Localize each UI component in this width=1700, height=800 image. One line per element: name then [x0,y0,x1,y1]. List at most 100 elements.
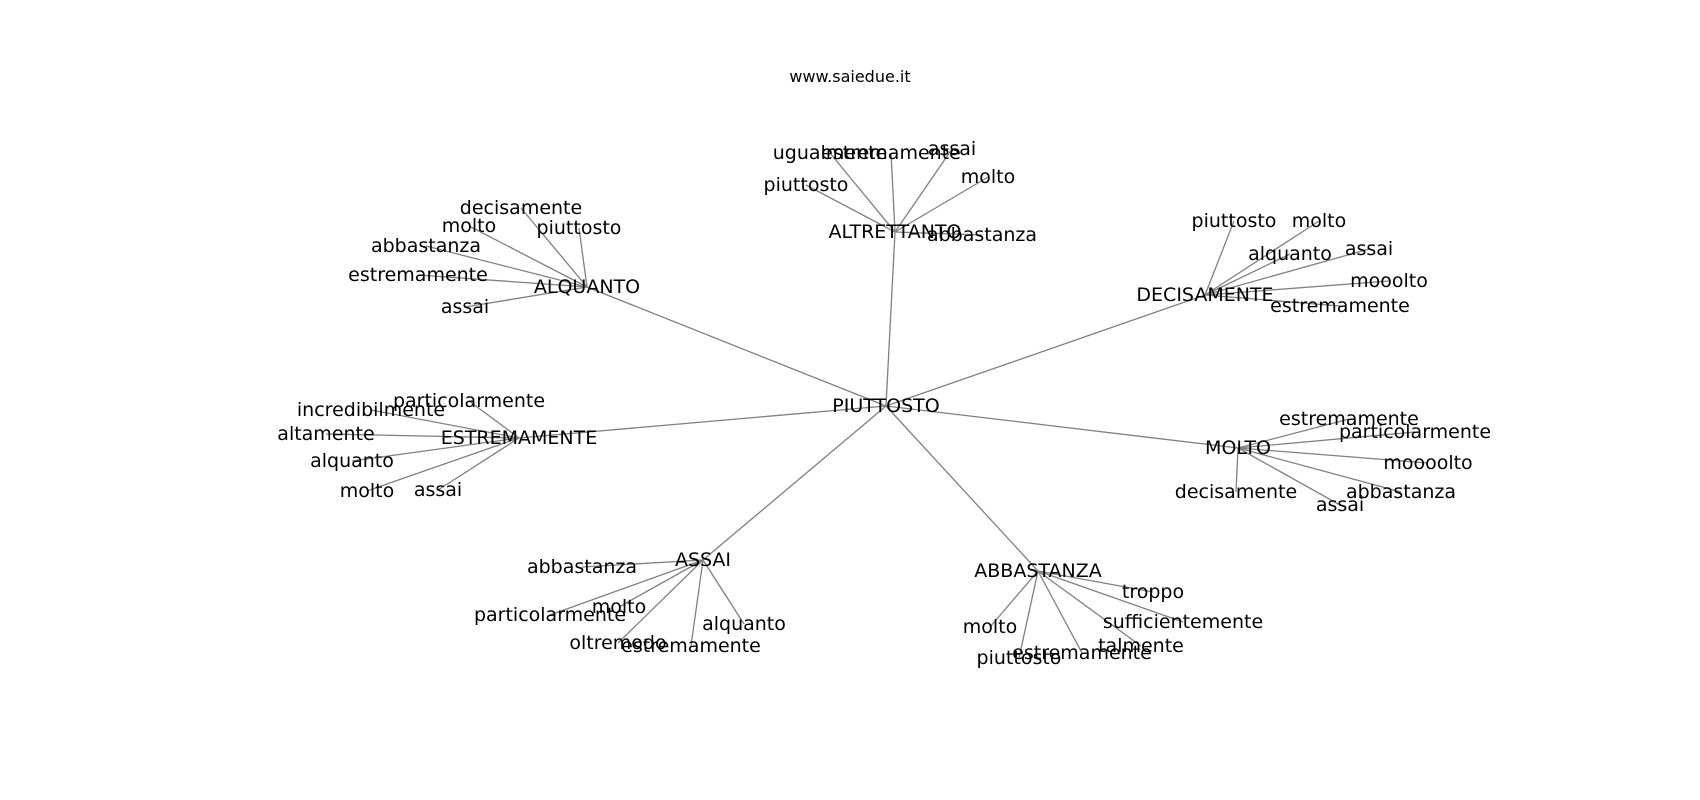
edge-abbastanza-piuttosto [1018,570,1039,659]
leaf-node-alquanto-abbastanza: abbastanza [371,235,481,257]
leaf-node-alquanto-molto: molto [442,215,497,237]
leaf-node-estremamente-incredibilmente: incredibilmente [297,399,445,421]
graph-title: www.saiedue.it [789,67,910,86]
edge-decisamente-assai [1204,248,1370,296]
leaf-node-altrettanto-piuttosto: piuttosto [764,174,849,196]
edge-assai-alquanto [702,559,745,625]
hub-node-assai: ASSAI [675,549,731,571]
leaf-node-assai-abbastanza: abbastanza [527,556,637,578]
edge-estremamente-alquanto [351,437,520,462]
leaf-node-assai-estremamente: estremamente [621,635,761,657]
leaf-node-molto-estremamente: estremamente [1279,408,1419,430]
edge-root-decisamente [885,294,1206,407]
leaf-node-molto-assai: assai [1316,494,1364,516]
edge-root-estremamente [518,405,887,439]
leaf-node-abbastanza-sufficientemente: sufficientemente [1103,611,1263,633]
edge-abbastanza-molto [989,570,1039,628]
edge-alquanto-assai [464,286,588,308]
edge-molto-decisamente [1235,447,1239,493]
edge-alquanto-molto [468,225,588,288]
leaf-node-decisamente-estremamente: estremamente [1270,295,1410,317]
leaf-node-abbastanza-estremamente: estremamente [1012,642,1152,664]
edge-layer [325,148,1429,659]
leaf-node-altrettanto-estremamente: estremamente [821,142,961,164]
leaf-node-decisamente-mooolto: mooolto [1350,270,1428,292]
edge-alquanto-decisamente [520,207,588,288]
leaf-node-assai-molto: molto [592,596,647,618]
edge-alquanto-piuttosto [578,227,588,288]
leaf-node-abbastanza-molto: molto [963,616,1018,638]
edge-decisamente-mooolto [1204,280,1390,296]
edge-estremamente-particolarmente [468,400,520,439]
leaf-node-assai-alquanto: alquanto [702,613,786,635]
edge-abbastanza-sufficientemente [1037,570,1184,623]
leaf-node-altrettanto-abbastanza: abbastanza [927,224,1037,246]
edge-assai-abbastanza [581,559,704,568]
hub-node-altrettanto: ALTRETTANTO [829,221,962,243]
leaf-node-estremamente-assai: assai [414,479,462,501]
edge-estremamente-molto [366,437,520,492]
edge-molto-moooolto [1237,447,1429,464]
root-node-label: PIUTTOSTO [832,395,939,417]
leaf-node-abbastanza-troppo: troppo [1122,581,1184,603]
leaf-node-decisamente-piuttosto: piuttosto [1192,210,1277,232]
leaf-node-molto-decisamente: decisamente [1175,481,1297,503]
edge-root-assai [702,405,887,561]
leaf-node-estremamente-altamente: altamente [277,423,374,445]
edge-root-abbastanza [885,405,1039,572]
leaf-node-estremamente-particolarmente: particolarmente [393,390,545,412]
edge-molto-estremamente [1237,418,1350,449]
edge-alquanto-abbastanza [425,245,588,288]
edge-assai-particolarmente [549,559,704,616]
edge-molto-particolarmente [1237,431,1416,449]
leaf-node-estremamente-alquanto: alquanto [310,450,394,472]
edge-decisamente-piuttosto [1204,220,1235,296]
edge-assai-molto [618,559,704,608]
leaf-node-abbastanza-piuttosto: piuttosto [977,647,1062,669]
edge-root-molto [885,405,1239,449]
edge-root-alquanto [586,286,887,407]
leaf-node-abbastanza-talmente: talmente [1098,635,1184,657]
edge-assai-oltremodo [617,559,704,644]
edge-estremamente-altamente [325,433,520,439]
leaf-node-decisamente-alquanto: alquanto [1248,243,1332,265]
edge-abbastanza-troppo [1037,570,1154,593]
leaf-node-alquanto-assai: assai [441,296,489,318]
hub-node-alquanto: ALQUANTO [534,276,640,298]
leaf-node-molto-moooolto: moooolto [1383,452,1472,474]
leaf-node-assai-particolarmente: particolarmente [474,604,626,626]
edge-decisamente-estremamente [1204,294,1341,307]
edge-alquanto-estremamente [417,274,588,288]
hub-node-decisamente: DECISAMENTE [1136,284,1273,306]
edge-abbastanza-estremamente [1037,570,1083,654]
edge-abbastanza-talmente [1037,570,1142,647]
leaf-node-altrettanto-ugualmente: ugualmente [773,142,887,164]
hub-node-abbastanza: ABBASTANZA [974,560,1101,582]
edge-assai-estremamente [690,559,704,647]
leaf-node-decisamente-assai: assai [1345,238,1393,260]
edge-altrettanto-assai [894,148,953,233]
leaf-node-assai-oltremodo: oltremodo [569,632,666,654]
hub-node-molto: MOLTO [1205,437,1271,459]
edge-root-altrettanto [885,231,896,407]
edge-decisamente-molto [1204,220,1320,296]
edge-estremamente-incredibilmente [370,409,520,439]
edge-molto-abbastanza [1237,447,1402,493]
edge-altrettanto-estremamente [890,152,896,233]
edge-altrettanto-molto [894,176,989,233]
label-layer: PIUTTOSTOALTRETTANTOugualmenteestremamen… [277,138,1491,669]
edge-decisamente-alquanto [1204,253,1291,296]
leaf-node-molto-particolarmente: particolarmente [1339,421,1491,443]
leaf-node-alquanto-decisamente: decisamente [460,197,582,219]
leaf-node-altrettanto-assai: assai [928,138,976,160]
edge-altrettanto-piuttosto [805,184,896,233]
edge-altrettanto-ugualmente [829,152,896,233]
edge-altrettanto-abbastanza [894,231,983,236]
leaf-node-altrettanto-molto: molto [961,166,1016,188]
leaf-node-molto-abbastanza: abbastanza [1346,481,1456,503]
leaf-node-alquanto-piuttosto: piuttosto [537,217,622,239]
leaf-node-estremamente-molto: molto [340,480,395,502]
edge-estremamente-assai [437,437,520,491]
leaf-node-decisamente-molto: molto [1292,210,1347,232]
